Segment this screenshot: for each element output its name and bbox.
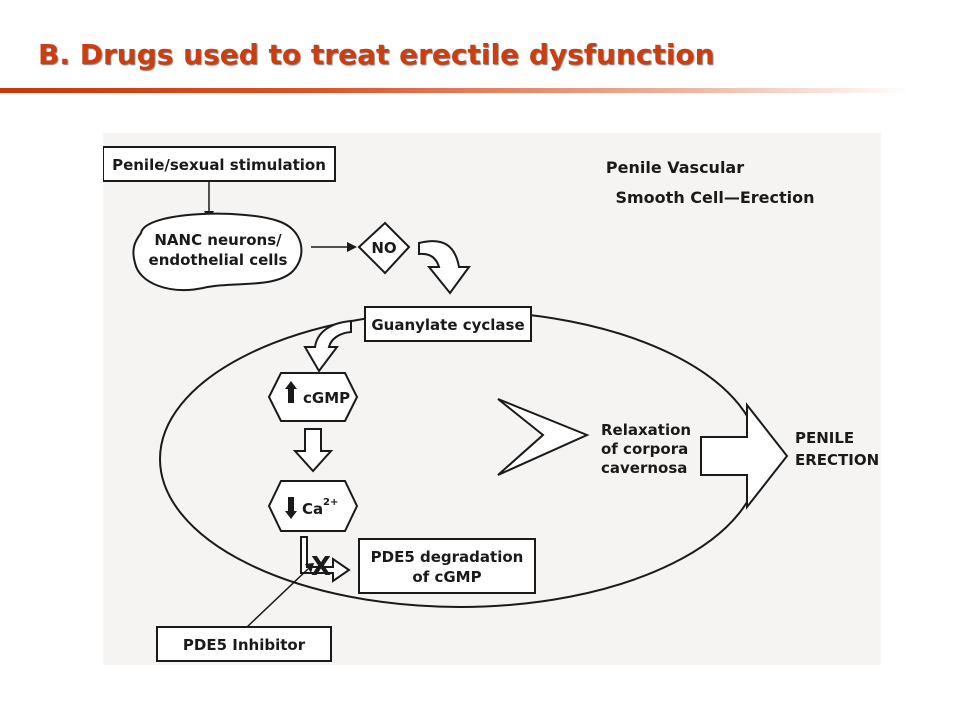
pde5-inhibitor-box (156, 626, 332, 662)
erection-pathway-diagram: Penile Vascular Smooth Cell—Erection Pen… (103, 133, 881, 665)
guanylate-cyclase-box (364, 306, 532, 342)
diagram-canvas: Penile Vascular Smooth Cell—Erection Pen… (103, 146, 879, 662)
cgmp-label: cGMP (303, 389, 350, 407)
no-to-cyclase-arrow (418, 240, 471, 295)
relaxation-label-line2: of corpora (601, 440, 688, 458)
block-mark: X (311, 552, 331, 582)
pde5-label-line1: PDE5 degradation (371, 548, 524, 566)
figure-title-line2: Smooth Cell—Erection (615, 188, 814, 207)
erection-block-arrow (700, 402, 789, 510)
no-diamond (357, 221, 411, 275)
relaxation-label-line1: Relaxation (601, 421, 691, 439)
relaxation-chevron-arrow (497, 398, 590, 476)
stimulation-box (103, 146, 336, 182)
stimulation-label: Penile/sexual stimulation (112, 156, 326, 174)
guanylate-cyclase-label: Guanylate cyclase (371, 316, 524, 334)
inhibitor-pointer-line (246, 568, 309, 628)
nanc-cells-shape (132, 212, 303, 292)
title-underline (0, 88, 910, 93)
pde5-label-line2: of cGMP (412, 568, 481, 586)
no-label: NO (371, 239, 396, 257)
cyclase-to-cgmp-arrow (303, 319, 352, 373)
nanc-label-line1: NANC neurons/ (154, 231, 282, 249)
erection-label-line2: ERECTION (795, 451, 879, 469)
decrease-arrow-icon (285, 497, 297, 519)
calcium-label: Ca (302, 500, 323, 518)
relaxation-label-line3: cavernosa (601, 459, 687, 477)
slide-title: B. Drugs used to treat erectile dysfunct… (38, 38, 715, 71)
pde5-degradation-box (358, 538, 536, 594)
erection-label-line1: PENILE (795, 429, 854, 447)
cgmp-to-calcium-arrow (292, 428, 334, 473)
arrowhead (305, 563, 314, 573)
figure-title-line1: Penile Vascular (606, 158, 744, 177)
calcium-to-pde5-arrow (300, 536, 351, 583)
pde5-inhibitor-label: PDE5 Inhibitor (183, 636, 306, 654)
increase-arrow-icon (285, 381, 297, 403)
calcium-charge-label: 2+ (323, 497, 338, 508)
arrowhead (347, 242, 357, 252)
nanc-label-line2: endothelial cells (149, 251, 288, 269)
